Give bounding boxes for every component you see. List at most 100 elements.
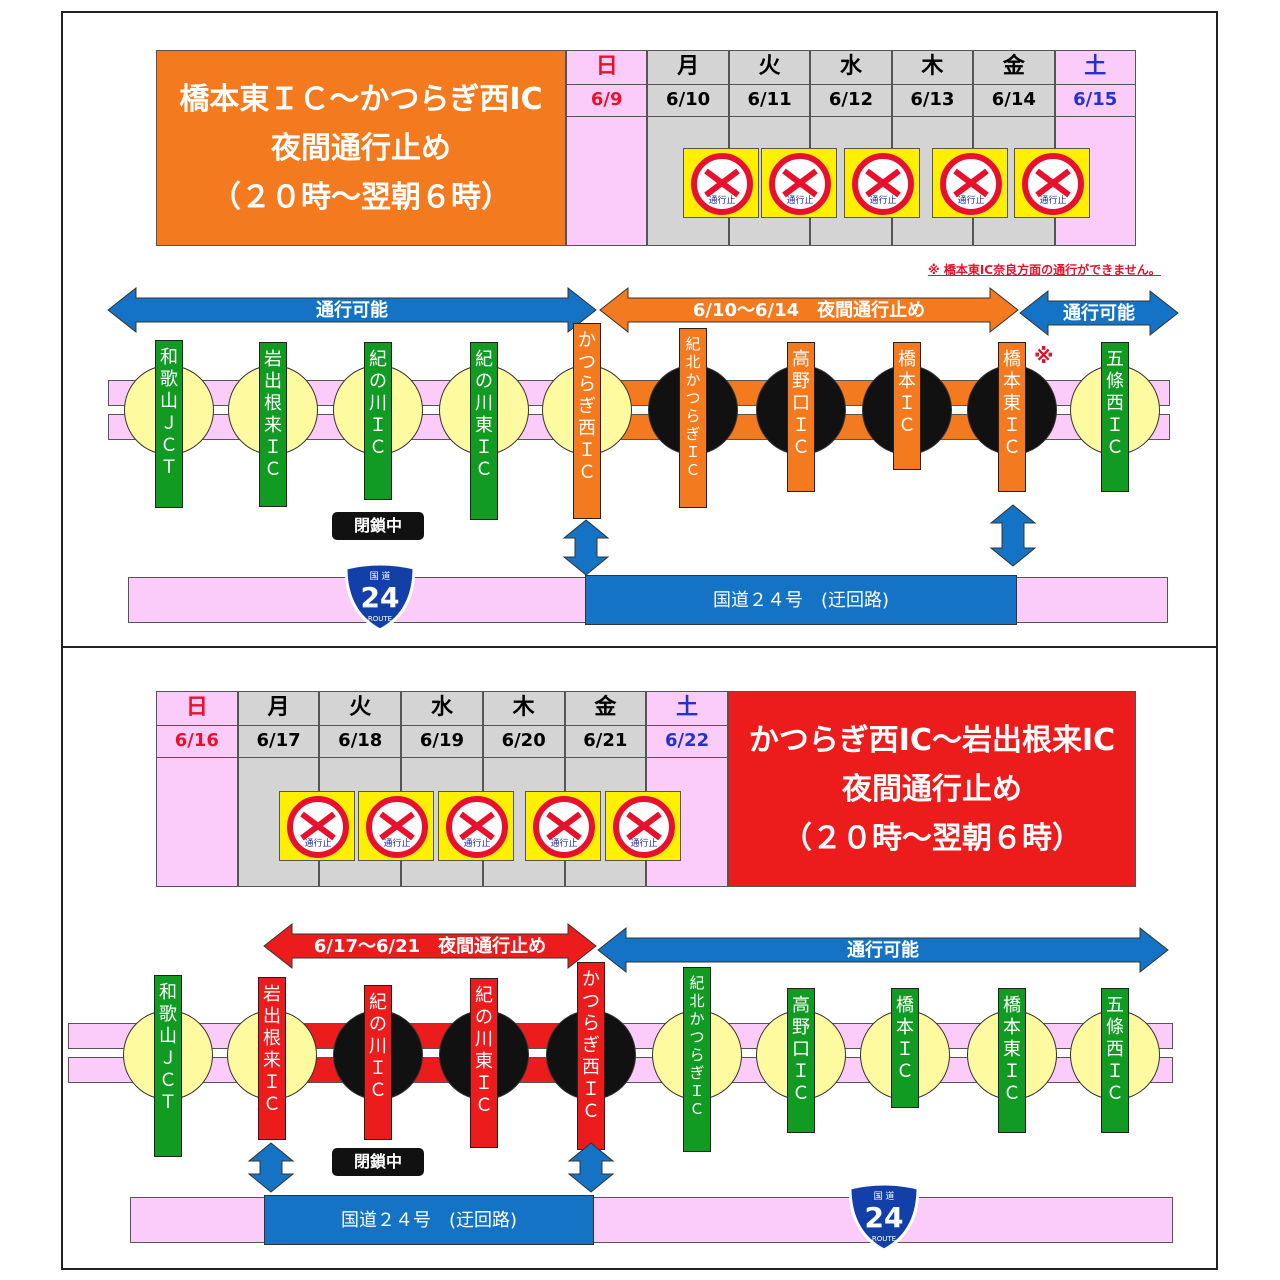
bottom-closure-sign: 通行止 (279, 791, 355, 861)
panel_bottom-day-name: 月 (238, 692, 319, 726)
sign-label: 通行止 (1039, 194, 1066, 206)
panel_top-day-name: 水 (811, 51, 891, 85)
panel_bottom-station-label: 紀の川東ＩＣ (470, 978, 498, 1148)
sign-label: 通行止 (708, 194, 735, 206)
no-entry-sign-icon: 通行止 (287, 796, 349, 858)
panel_top-station-label: 五條西ＩＣ (1101, 342, 1129, 492)
bottom-closure-arrow-label: 6/17～6/21 夜間通行止め (314, 935, 546, 957)
panel_bottom-station-label: 高野口ＩＣ (787, 988, 815, 1133)
no-entry-sign-icon: 通行止 (940, 153, 1002, 215)
no-entry-sign-icon: 通行止 (852, 153, 914, 215)
panel_top-station-label: 橋本東ＩＣ (998, 342, 1026, 492)
bottom-title-box: かつらぎ西IC～岩出根来IC 夜間通行止め （２０時～翌朝６時） (728, 691, 1136, 887)
panel_top-day-name: 金 (974, 51, 1054, 85)
panel_top-station-label: 紀の川ＩＣ (364, 342, 392, 500)
sign-label: 通行止 (304, 837, 331, 849)
top-closure-sign: 通行止 (761, 148, 837, 218)
sign-label: 通行止 (550, 837, 577, 849)
sign-label: 通行止 (786, 194, 813, 206)
top-closure-sign: 通行止 (844, 148, 920, 218)
panel_bottom-day-date: 6/17 (238, 726, 319, 758)
panel_top-station-label: かつらぎ西ＩＣ (573, 323, 601, 519)
sign-label: 通行止 (383, 837, 410, 849)
bottom-arrows: 6/17～6/21 夜間通行止め 通行可能 (263, 922, 1169, 974)
bottom-title: かつらぎ西IC～岩出根来IC 夜間通行止め （２０時～翌朝６時） (748, 722, 1116, 856)
route-sign-number: 24 (865, 1201, 904, 1234)
bottom-detour-label: 国道２４号 (迂回路) (340, 1210, 518, 1231)
panel_top-day-name: 木 (892, 51, 973, 85)
panel_top-station-label: 和歌山ＪＣＴ (155, 340, 183, 508)
panel_bottom-day-date: 6/22 (647, 726, 727, 758)
route-sign-top: 国 道 (874, 1190, 895, 1202)
top-open-arrow-left: 通行可能 (107, 286, 597, 334)
top-asterisk: ※ (1034, 344, 1054, 368)
bottom-closure-sign: 通行止 (605, 791, 681, 861)
route-sign-bottom: ROUTE (872, 1235, 896, 1243)
panel_bottom-station-label: かつらぎ西ＩＣ (577, 962, 605, 1150)
panel_top-day-name: 月 (648, 51, 728, 85)
top-detour-label: 国道２４号 (迂回路) (712, 590, 890, 611)
route-sign-number: 24 (361, 581, 400, 614)
panel_top-station-label: 高野口ＩＣ (787, 342, 815, 492)
panel_bottom-day-name: 火 (320, 692, 401, 726)
panel_top-day-date: 6/11 (729, 85, 810, 117)
bottom-closure-sign: 通行止 (438, 791, 514, 861)
panel_top-day-name: 土 (1055, 51, 1135, 85)
bottom-closed-badge: 閉鎖中 (332, 1148, 424, 1176)
sign-label: 通行止 (630, 837, 657, 849)
no-entry-sign-icon: 通行止 (613, 796, 675, 858)
top-detour-road: 国道２４号 (迂回路) (585, 575, 1017, 625)
no-entry-sign-icon: 通行止 (366, 796, 428, 858)
top-closure-arrow-label: 6/10～6/14 夜間通行止め (693, 299, 925, 321)
top-title-box: 橋本東ＩＣ～かつらぎ西IC 夜間通行止め （２０時～翌朝６時） (156, 50, 566, 246)
no-entry-sign-icon: 通行止 (691, 153, 753, 215)
bottom-open-arrow: 通行可能 (597, 926, 1169, 974)
panel_bottom-day-name: 金 (565, 692, 646, 726)
bottom-closure-sign: 通行止 (525, 791, 601, 861)
bottom-closed-section (268, 1023, 593, 1083)
panel_top-day-date: 6/15 (1055, 85, 1135, 117)
top-closure-sign: 通行止 (932, 148, 1008, 218)
panel_bottom-station-label: 紀北かつらぎＩＣ (683, 967, 711, 1152)
bottom-connector-arrows (247, 1142, 615, 1193)
panel_bottom-day-date: 6/18 (320, 726, 401, 758)
panel_top-day-date: 6/14 (974, 85, 1054, 117)
top-closure-sign: 通行止 (1014, 148, 1090, 218)
panel_top-station-label: 紀の川東ＩＣ (470, 342, 498, 520)
top-note: ※ 橋本東IC奈良方面の通行ができません。 (928, 263, 1161, 277)
panel_top-station-label: 紀北かつらぎＩＣ (679, 328, 707, 508)
panel_bottom-day-date: 6/19 (402, 726, 482, 758)
top-open-arrow-right-label: 通行可能 (1063, 302, 1135, 324)
panel_bottom-station-label: 和歌山ＪＣＴ (154, 975, 182, 1157)
panel_bottom-day-name: 木 (483, 692, 564, 726)
top-open-arrow-left-label: 通行可能 (316, 299, 388, 321)
bottom-open-arrow-label: 通行可能 (847, 939, 919, 961)
panel_top-day-date: 6/9 (567, 85, 647, 117)
no-entry-sign-icon: 通行止 (446, 796, 508, 858)
top-connector-arrow-katsuragi (562, 519, 610, 576)
panel_bottom-day-date: 6/20 (483, 726, 564, 758)
panel_bottom-station-label: 紀の川ＩＣ (364, 985, 392, 1140)
panel_bottom-day-name: 水 (402, 692, 482, 726)
panel_bottom-day-date: 6/21 (565, 726, 646, 758)
panel_top-day-date: 6/12 (811, 85, 891, 117)
panel_bottom-station-label: 五條西ＩＣ (1101, 988, 1129, 1133)
bottom-closure-arrow: 6/17～6/21 夜間通行止め (263, 922, 597, 970)
panel_bottom-day-name: 日 (157, 692, 237, 726)
top-connector-arrow-hashimotohigashi (989, 504, 1037, 567)
no-entry-sign-icon: 通行止 (769, 153, 831, 215)
route-sign-top: 国 道 (370, 570, 391, 582)
panel_top-day-name: 日 (567, 51, 647, 85)
no-entry-sign-icon: 通行止 (1022, 153, 1084, 215)
panel_top-station-label: 橋本ＩＣ (893, 342, 921, 470)
top-closed-badge: 閉鎖中 (332, 512, 424, 540)
panel_bottom-day-name: 土 (647, 692, 727, 726)
panel_top-day-date: 6/10 (648, 85, 728, 117)
panel_top-station-label: 岩出根来ＩＣ (259, 342, 287, 507)
panel_top-day-date: 6/13 (892, 85, 973, 117)
panel_bottom-day-date: 6/16 (157, 726, 237, 758)
top-closure-arrow: 6/10～6/14 夜間通行止め (599, 286, 1019, 334)
